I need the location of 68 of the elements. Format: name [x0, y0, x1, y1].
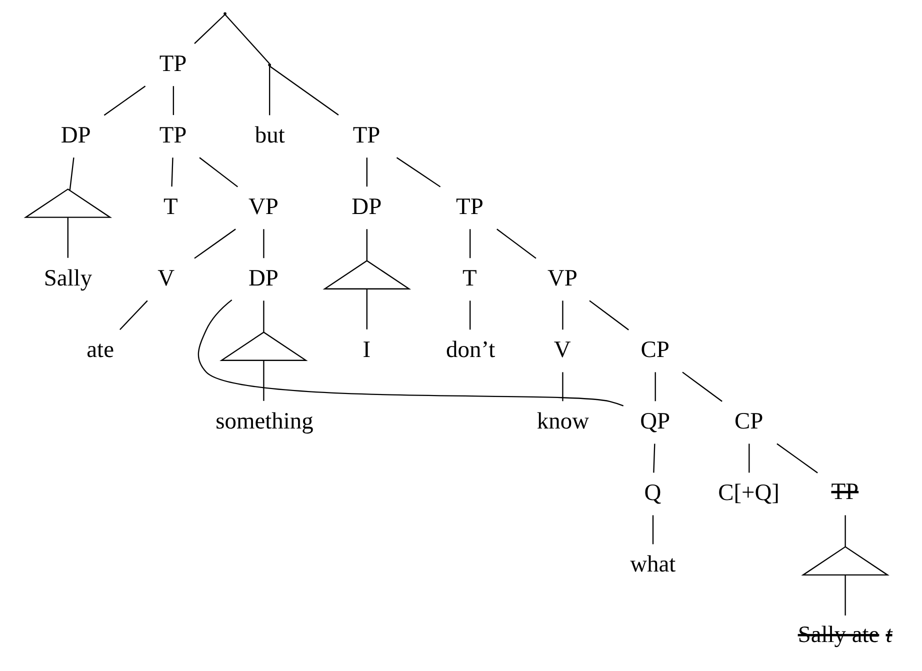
node-text: know: [536, 408, 590, 434]
node-triangle: [24, 188, 112, 218]
connector: [69, 158, 74, 190]
node-text: something: [216, 408, 314, 434]
connector: [652, 515, 654, 544]
node-text: Q: [644, 480, 662, 506]
node-triangle: [322, 260, 412, 290]
connector: [776, 443, 818, 474]
connector: [844, 515, 846, 547]
connector: [224, 14, 270, 64]
connector: [104, 86, 146, 116]
connector: [396, 157, 441, 188]
node-text: CP: [640, 336, 670, 363]
connector: [470, 300, 471, 330]
node-text: I: [362, 336, 371, 363]
connector: [366, 158, 368, 187]
connector: [844, 575, 846, 616]
connector: [263, 300, 264, 332]
node-text: V: [158, 265, 175, 292]
node-point: [268, 63, 272, 66]
node-text: TP: [831, 478, 859, 505]
node-text: V: [554, 336, 571, 363]
node-text: DP: [248, 265, 278, 292]
node-triangle: [220, 332, 308, 361]
connector: [470, 229, 471, 258]
connector: [366, 289, 368, 330]
connector: [171, 158, 174, 187]
connector: [366, 229, 368, 260]
node-triangle: [801, 546, 890, 576]
node-text: Sally ate t: [798, 622, 892, 648]
node-text: TP: [159, 50, 187, 77]
connector: [263, 360, 264, 401]
connector: [562, 372, 564, 402]
connector: [194, 228, 236, 259]
connector: [119, 300, 148, 330]
node-text: DP: [352, 194, 382, 220]
node-text: DP: [60, 122, 91, 148]
node-text: QP: [640, 408, 670, 434]
connector: [562, 300, 564, 330]
connector: [653, 444, 656, 473]
connector: [589, 300, 629, 330]
node-text: don’t: [446, 336, 496, 363]
node-text: CP: [734, 408, 764, 434]
node-text: T: [163, 194, 178, 220]
node-text: T: [462, 265, 477, 292]
node-text: TP: [159, 122, 187, 148]
connector: [172, 86, 174, 116]
node-text: VP: [547, 265, 578, 292]
node-text: TP: [456, 194, 484, 220]
node-point: [224, 12, 226, 16]
node-text: but: [254, 122, 285, 148]
node-text: what: [630, 551, 676, 578]
connector: [67, 218, 68, 258]
connector: [269, 66, 339, 116]
node-text: VP: [248, 194, 278, 220]
connector: [269, 66, 270, 116]
node-text: C[+Q]: [718, 480, 780, 506]
connector: [263, 229, 264, 258]
connector: [199, 157, 238, 188]
connector: [198, 299, 624, 406]
node-text: Sally: [44, 265, 92, 292]
node-text: ate: [86, 336, 114, 363]
connector: [194, 14, 226, 44]
node-text: TP: [352, 122, 380, 148]
connector: [682, 372, 722, 402]
connector: [748, 444, 750, 473]
connector: [654, 372, 656, 402]
connector: [496, 228, 536, 259]
